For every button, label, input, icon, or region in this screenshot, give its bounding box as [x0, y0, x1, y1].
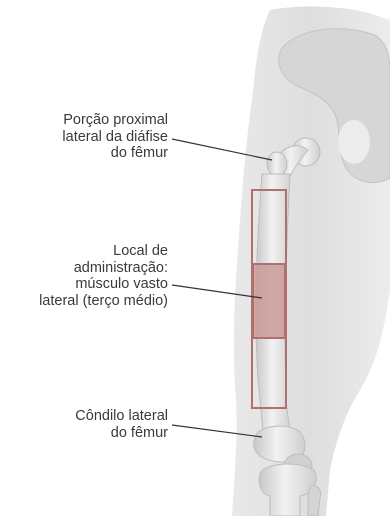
label-site-line-2: administração:	[39, 260, 168, 277]
label-site-line-4: lateral (terço médio)	[39, 293, 168, 310]
label-site-line-3: músculo vasto	[39, 276, 168, 293]
greater-trochanter	[267, 152, 287, 176]
obturator-foramen	[338, 120, 370, 164]
label-injection-site: Local de administração: músculo vasto la…	[39, 243, 168, 309]
label-proximal-line-3: do fêmur	[62, 145, 168, 162]
label-proximal-line-2: lateral da diáfise	[62, 129, 168, 146]
label-proximal-femur: Porção proximal lateral da diáfise do fê…	[62, 112, 168, 162]
label-proximal-line-1: Porção proximal	[62, 112, 168, 129]
injection-site-box	[253, 264, 285, 338]
label-condyle-line-1: Côndilo lateral	[75, 408, 168, 425]
label-condyle-line-2: do fêmur	[75, 425, 168, 442]
label-site-line-1: Local de	[39, 243, 168, 260]
fibula-head	[308, 486, 321, 516]
label-lateral-condyle: Côndilo lateral do fêmur	[75, 408, 168, 441]
